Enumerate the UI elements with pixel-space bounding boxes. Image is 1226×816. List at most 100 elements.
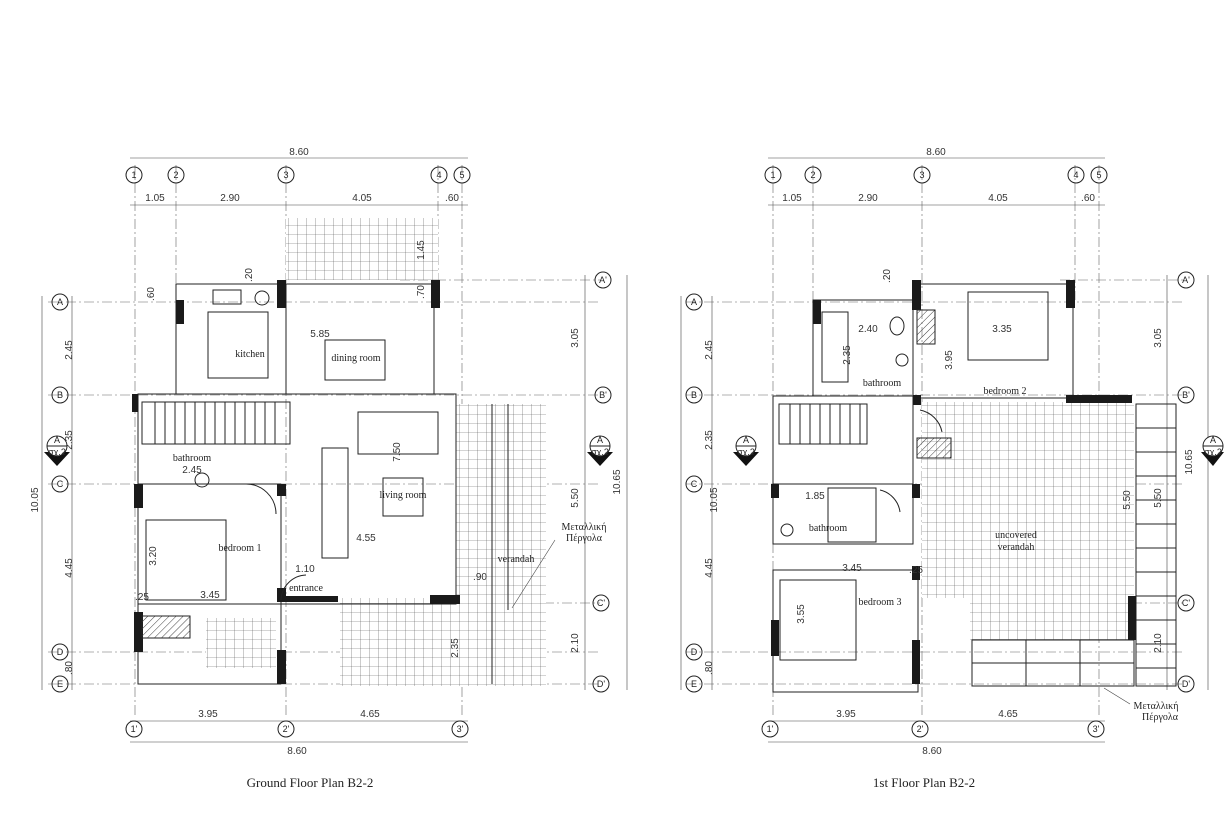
ground-axis-top-2: 2: [173, 170, 178, 180]
first-dimension-lines: [680, 157, 1209, 743]
first-dim-20: .20: [882, 269, 893, 283]
ground-room-verandah: verandah: [498, 554, 535, 565]
first-axis-bottom-3: 3': [1093, 724, 1100, 734]
ground-room-entrance: entrance: [289, 583, 323, 594]
first-room-bathroom-mid: bathroom: [809, 523, 848, 534]
first-dim-550: 5.50: [1122, 490, 1133, 510]
ground-axis-right-B: B': [599, 390, 607, 400]
first-axis-left-C: C: [691, 479, 698, 489]
ground-top-dim-4: .60: [445, 193, 459, 204]
first-dim-240: 2.40: [858, 324, 878, 335]
ground-dim-750: 7.50: [392, 442, 403, 462]
ground-dim-320: 3.20: [148, 546, 159, 566]
ground-axis-top-1: 1: [131, 170, 136, 180]
first-room-bedroom2: bedroom 2: [983, 386, 1026, 397]
ground-axis-bottom-1: 1': [131, 724, 138, 734]
ground-right-total: 10.65: [612, 469, 623, 494]
first-axis-bottom-1: 1': [767, 724, 774, 734]
first-pergola-line2: Πέργολα: [1142, 712, 1179, 723]
ground-room-bedroom1: bedroom 1: [218, 543, 261, 554]
first-caption: 1st Floor Plan B2-2: [873, 775, 975, 790]
ground-dim-90: .90: [473, 572, 487, 583]
first-axis-right-A: A': [1182, 275, 1190, 285]
ground-right-dim-2: 5.50: [570, 488, 581, 508]
first-dim-345: 3.45: [842, 563, 862, 574]
ground-left-total: 10.05: [30, 487, 41, 512]
first-axis-top-3: 3: [919, 170, 924, 180]
first-axis-right-B: B': [1182, 390, 1190, 400]
ground-dim-145: 1.45: [416, 240, 427, 260]
ground-dim-20: .20: [244, 268, 255, 282]
first-stairs: [778, 309, 952, 459]
first-verandah-tiles-lower: [970, 598, 1134, 640]
first-bottom-dim-1: 3.95: [836, 709, 856, 720]
first-right-dim-3: 2.10: [1153, 633, 1164, 653]
ground-axis-bottom-2: 2': [283, 724, 290, 734]
first-axis-right-D: D': [1182, 679, 1190, 689]
first-floor-plan: 8.60 1.05 2.90 4.05 .60 3.95 4.65 8.60 2…: [680, 147, 1224, 790]
ground-axis-right-A: A': [599, 275, 607, 285]
first-right-dim-2: 5.50: [1153, 488, 1164, 508]
ground-top-total: 8.60: [289, 147, 309, 158]
ground-axis-top-4: 4: [436, 170, 441, 180]
first-room-verandah-2: verandah: [998, 542, 1035, 553]
ground-left-dim-1: 2.45: [64, 340, 75, 360]
ground-room-living: living room: [380, 490, 427, 501]
ground-section-right-sheet: σχ.2: [591, 447, 609, 457]
ground-axis-top-5: 5: [459, 170, 464, 180]
ground-axis-top-3: 3: [283, 170, 288, 180]
ground-walls: [132, 280, 460, 685]
ground-axis-left-C: C: [57, 479, 64, 489]
ground-axis-left-E: E: [57, 679, 63, 689]
ground-top-dim-1: 1.05: [145, 193, 165, 204]
first-top-dim-1: 1.05: [782, 193, 802, 204]
ground-bottom-total: 8.60: [287, 746, 307, 757]
ground-axis-right-C: C': [597, 598, 605, 608]
first-dim-185: 1.85: [805, 491, 825, 502]
ground-dim-60: .60: [146, 287, 157, 301]
ground-axis-bottom-3: 3': [457, 724, 464, 734]
ground-bottom-dim-2: 4.65: [360, 709, 380, 720]
first-axis-left-D: D: [691, 647, 698, 657]
first-section-markers: A σχ.2 A σχ.2: [733, 435, 1224, 466]
ground-section-markers: A σχ.2 A σχ.2: [44, 435, 613, 466]
first-furniture: [779, 291, 1049, 661]
ground-caption: Ground Floor Plan B2-2: [247, 775, 374, 790]
ground-axis-right-D: D': [597, 679, 605, 689]
first-left-dim-2: 2.35: [704, 430, 715, 450]
first-axis-top-5: 5: [1096, 170, 1101, 180]
ground-right-dim-1: 3.05: [570, 328, 581, 348]
ground-dim-235: 2.35: [450, 638, 461, 658]
first-pergola-line1: Μεταλλική: [1134, 701, 1179, 712]
first-section-right-letter: A: [1210, 435, 1216, 445]
ground-top-dim-3: 4.05: [352, 193, 372, 204]
ground-axis-left-B: B: [57, 390, 63, 400]
first-bottom-dim-2: 4.65: [998, 709, 1018, 720]
first-top-dim-3: 4.05: [988, 193, 1008, 204]
ground-stairs: [141, 401, 291, 639]
first-room-bedroom3: bedroom 3: [858, 597, 901, 608]
first-left-total: 10.05: [709, 487, 720, 512]
ground-top-dim-2: 2.90: [220, 193, 240, 204]
first-room-verandah-1: uncovered: [995, 530, 1037, 541]
first-top-total: 8.60: [926, 147, 946, 158]
first-axis-bottom-2: 2': [917, 724, 924, 734]
ground-right-dim-3: 2.10: [570, 633, 581, 653]
first-axis-top-4: 4: [1073, 170, 1078, 180]
ground-side-tiles: [206, 618, 276, 668]
ground-axis-bubbles: 1 2 3 4 5 1' 2' 3' A B C D E A' B' C' D': [51, 166, 612, 738]
first-left-dim-3: 4.45: [704, 558, 715, 578]
ground-top-terrace: [286, 218, 438, 280]
ground-section-left-letter: A: [54, 435, 60, 445]
ground-pergola-line1: Μεταλλική: [562, 522, 607, 533]
first-axis-bubbles: 1 2 3 4 5 1' 2' 3' A B C D E A' B' C' D': [685, 166, 1195, 738]
ground-dim-455: 4.55: [356, 533, 376, 544]
first-section-left-letter: A: [743, 435, 749, 445]
first-left-dim-1: 2.45: [704, 340, 715, 360]
first-section-right-sheet: σχ.2: [1204, 447, 1222, 457]
ground-room-kitchen: kitchen: [235, 349, 264, 360]
ground-left-dim-2: 2.35: [64, 430, 75, 450]
first-left-dim-4: .80: [704, 661, 715, 675]
ground-front-tiles: [340, 598, 546, 686]
